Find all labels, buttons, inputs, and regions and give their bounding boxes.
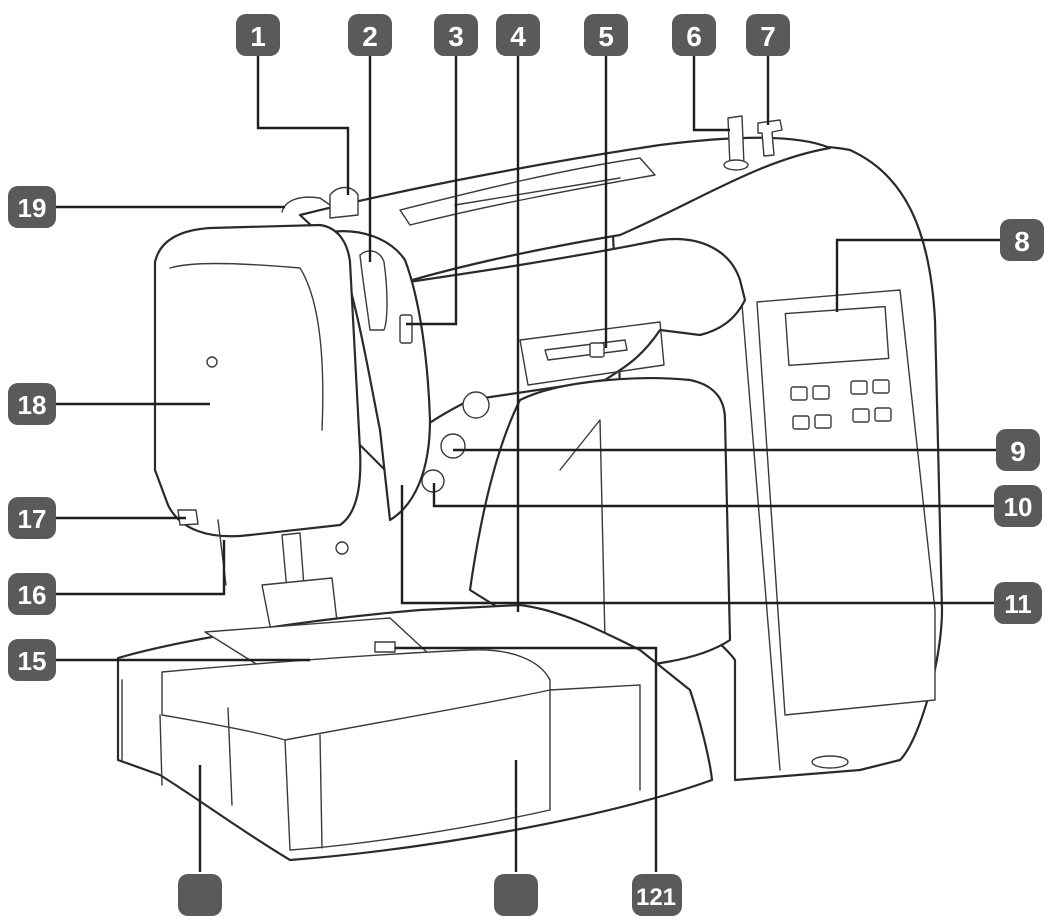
minus-button-top	[850, 380, 868, 395]
keypad	[790, 379, 892, 430]
leader-1	[256, 56, 350, 195]
svg-text:16: 16	[18, 580, 47, 610]
svg-text:10: 10	[1004, 492, 1033, 522]
svg-text:9: 9	[1010, 436, 1026, 467]
leader-121	[395, 646, 658, 872]
callout-2: 2	[348, 14, 392, 56]
cover-screw	[206, 356, 218, 368]
callout-19: 19	[8, 186, 56, 228]
start-stop-button	[462, 391, 490, 419]
callout-10: 10	[994, 485, 1042, 527]
svg-text:15: 15	[18, 646, 47, 676]
callout-15: 15	[8, 639, 56, 681]
callout-17: 17	[8, 497, 56, 539]
leader-10	[432, 483, 1000, 508]
svg-text:18: 18	[18, 390, 47, 420]
svg-text:3: 3	[448, 21, 464, 52]
svg-text:8: 8	[1014, 226, 1030, 257]
speed-slider-panel	[519, 321, 665, 386]
callout-6: 6	[672, 14, 716, 56]
svg-text:1: 1	[250, 21, 266, 52]
tension-dial	[359, 250, 388, 331]
svg-text:19: 19	[18, 193, 47, 223]
stitch-up-button	[812, 385, 830, 400]
callout-5: 5	[584, 14, 628, 56]
svg-text:5: 5	[598, 21, 614, 52]
callout-1: 1	[236, 14, 280, 56]
machine-top-arm	[298, 136, 832, 292]
spool-pin	[727, 115, 745, 167]
leader-lines	[50, 56, 1005, 872]
callout-18: 18	[8, 383, 56, 425]
callout-blank-a	[178, 874, 222, 916]
sewing-machine-illustration	[116, 115, 944, 862]
callout-11: 11	[994, 582, 1042, 624]
callout-7: 7	[746, 14, 790, 56]
svg-text:2: 2	[362, 21, 378, 52]
callout-badges: 1 2 3 4 5 6 7 8	[8, 14, 1044, 916]
svg-text:7: 7	[760, 21, 776, 52]
leader-11	[400, 485, 1000, 605]
speed-slider-knob	[589, 342, 605, 358]
svg-text:121: 121	[636, 884, 676, 911]
svg-text:6: 6	[686, 21, 702, 52]
auto-button	[792, 415, 810, 430]
bobbin-winder	[757, 119, 783, 157]
svg-text:4: 4	[510, 21, 526, 52]
callout-4: 4	[496, 14, 540, 56]
control-panel	[756, 289, 936, 716]
needle-head	[328, 230, 432, 522]
front-cover	[153, 223, 362, 538]
callout-9: 9	[996, 429, 1040, 471]
plus-button-bottom	[874, 407, 892, 422]
stitch-down-button	[790, 386, 808, 401]
svg-text:11: 11	[1004, 589, 1032, 619]
callout-121: 121	[632, 874, 682, 916]
callout-3: 3	[434, 14, 478, 56]
leader-6	[692, 56, 730, 132]
leader-3	[406, 56, 458, 326]
take-up-lever	[399, 314, 413, 344]
plus-button-top	[872, 379, 890, 394]
thread-cutter	[177, 509, 199, 526]
reverse-button	[440, 433, 466, 459]
carry-handle	[399, 157, 656, 226]
memory-button	[814, 414, 832, 429]
accessory-box	[161, 649, 551, 851]
lcd-display	[784, 305, 890, 367]
callout-8: 8	[1000, 219, 1044, 261]
machine-foot	[811, 755, 849, 769]
foot-screw	[335, 541, 349, 555]
leader-8	[835, 238, 1005, 312]
leader-16	[50, 540, 226, 596]
callout-blank-b	[494, 874, 538, 916]
callout-16: 16	[8, 573, 56, 615]
svg-text:17: 17	[18, 504, 47, 534]
top-thread-guide	[329, 186, 359, 219]
minus-button-bottom	[852, 408, 870, 423]
pretension-arm	[281, 196, 331, 213]
